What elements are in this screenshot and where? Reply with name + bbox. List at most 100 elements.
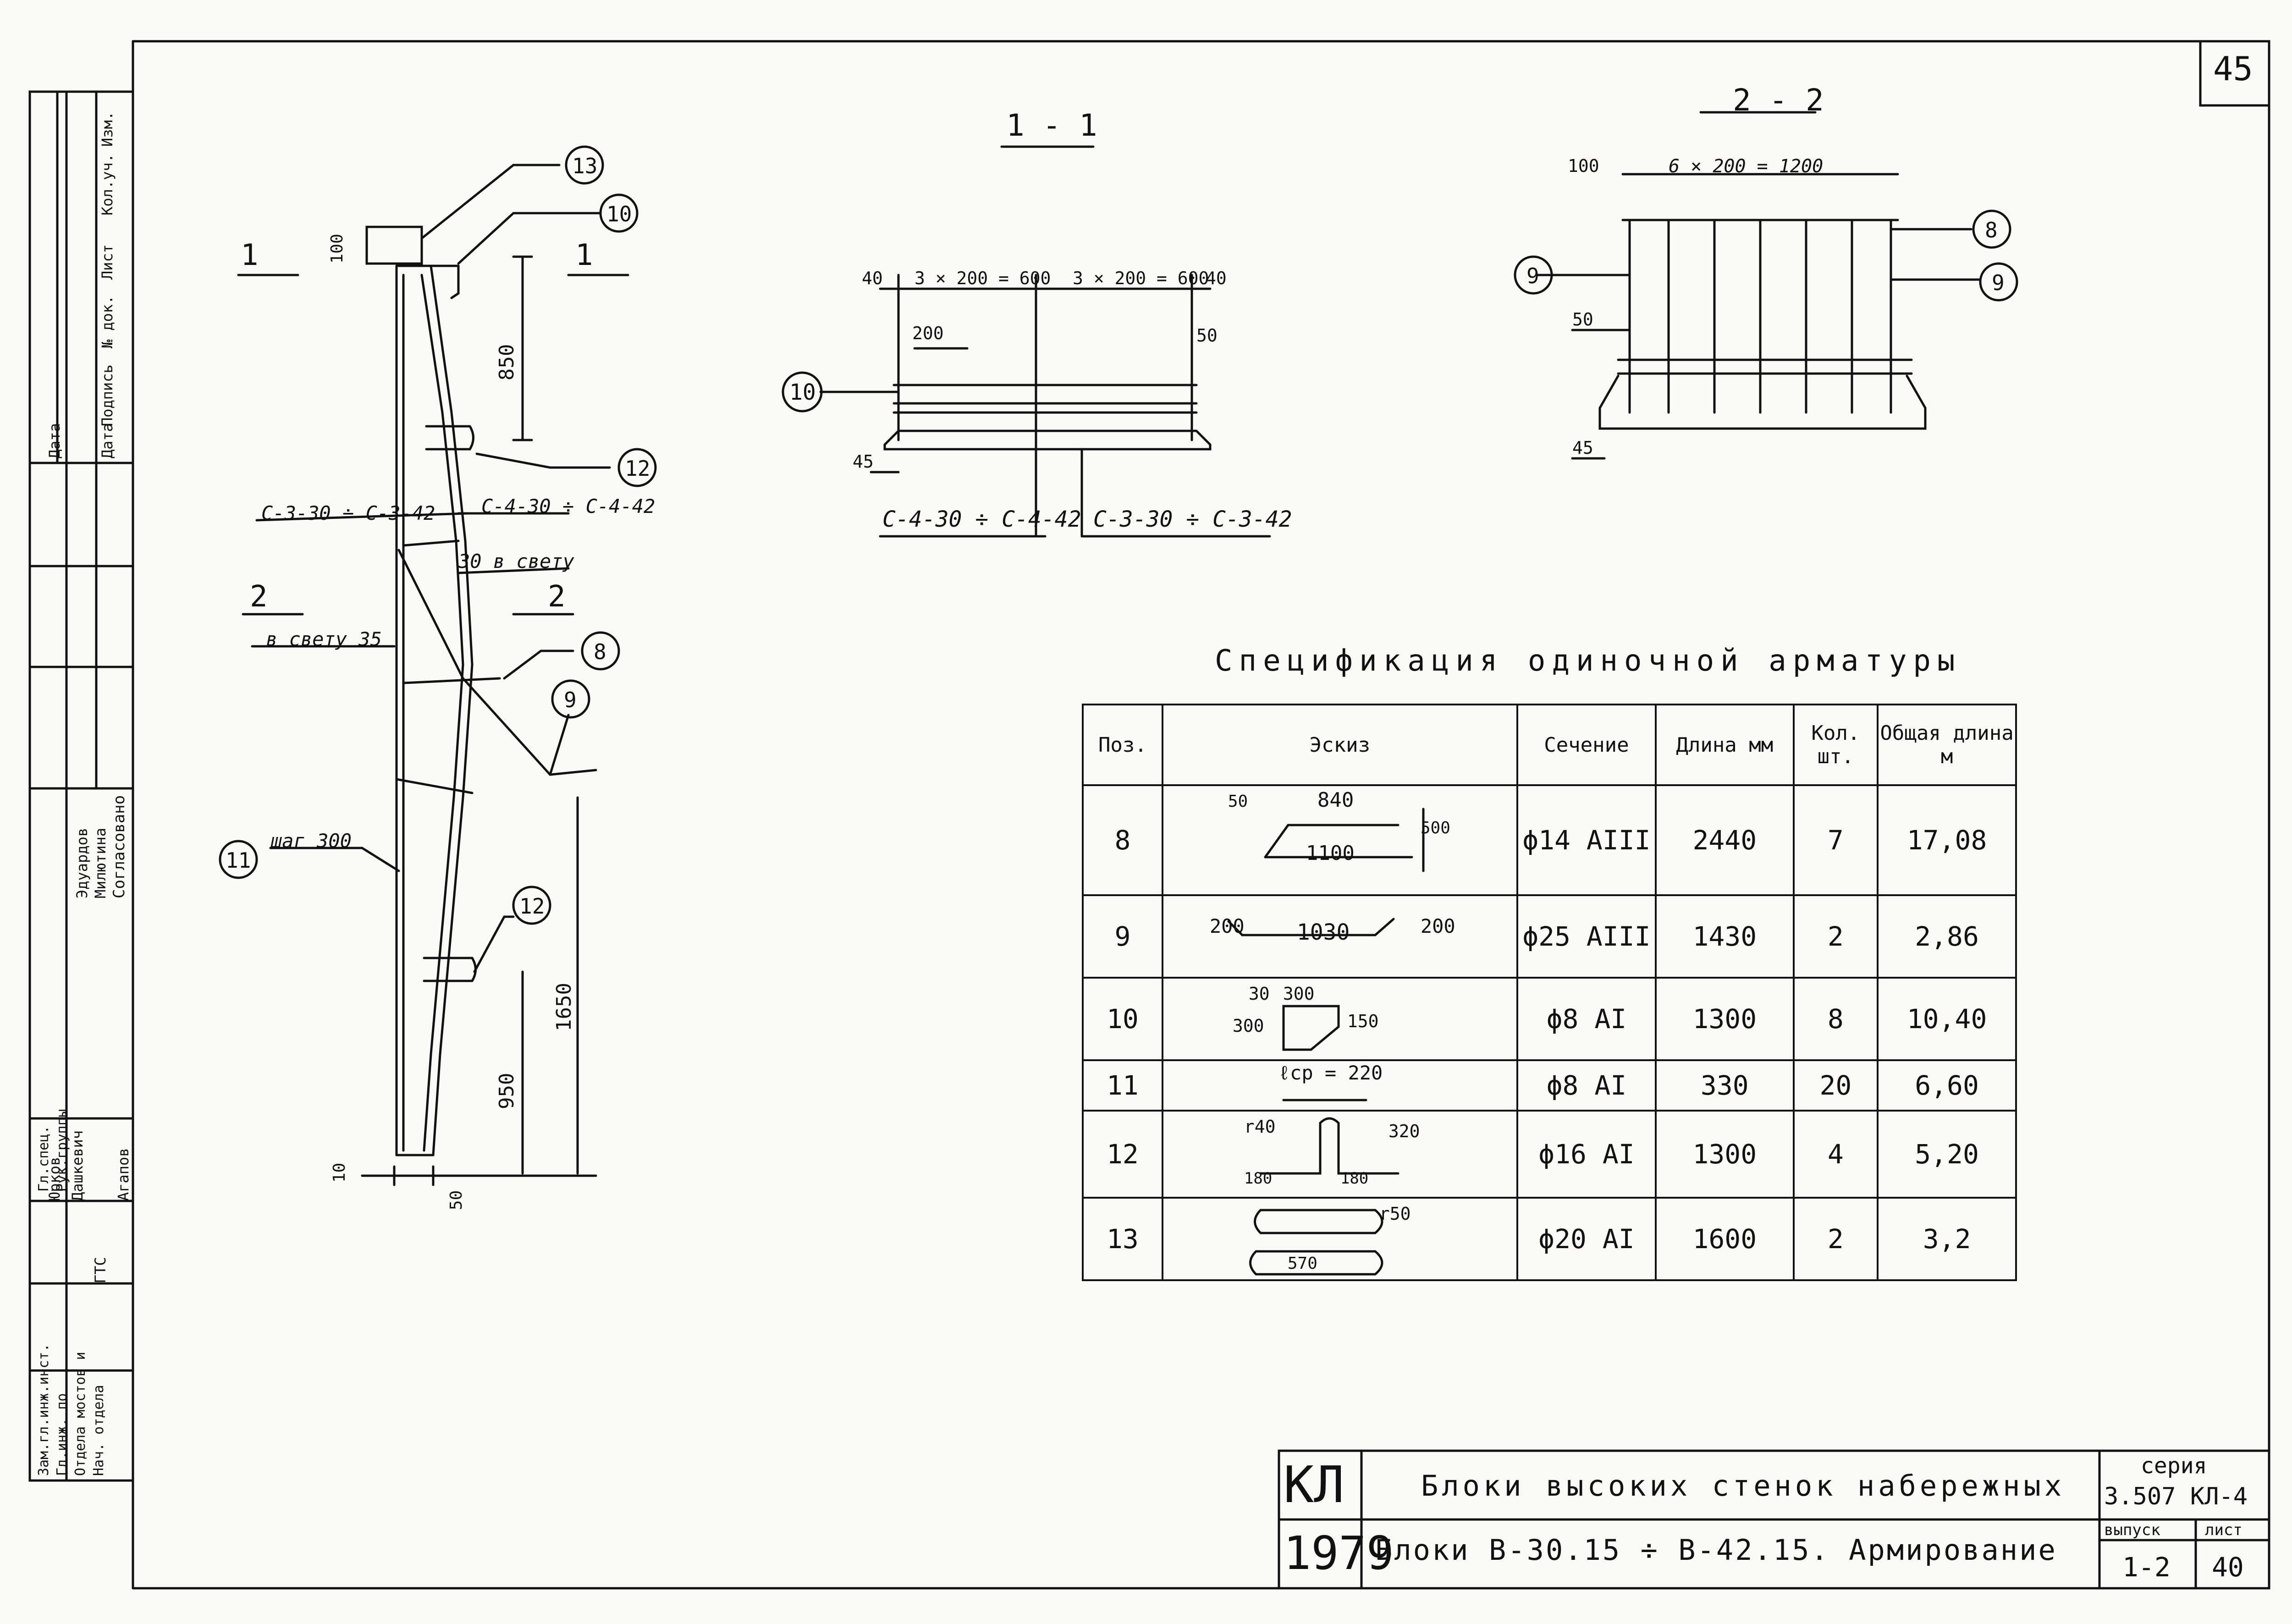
title-line-1: Блоки высоких стенок набережных — [1421, 1469, 2066, 1503]
stamp-col-date: Дата — [99, 423, 116, 458]
issue-label: выпуск — [2104, 1521, 2160, 1539]
row-pos: 12 — [1082, 1110, 1163, 1199]
sketch-dim: 150 — [1347, 1011, 1379, 1031]
stamp-role: Отдела мостов и — [72, 1352, 88, 1476]
sketch-dim: r50 — [1379, 1204, 1411, 1224]
callout-12-top: 12 — [625, 456, 650, 481]
issue-value: 1-2 — [2122, 1552, 2171, 1583]
row-sketch: 30 300 300 150 — [1161, 977, 1518, 1061]
sketch-dim: 300 — [1232, 1016, 1264, 1036]
dim-45-s22: 45 — [1572, 438, 1593, 458]
row-length: 1300 — [1655, 1110, 1795, 1199]
stamp-name: Агапов — [115, 1148, 132, 1201]
callout-12-bottom: 12 — [519, 894, 545, 919]
row-pos: 8 — [1082, 784, 1163, 896]
stamp-name: ГТС — [92, 1257, 109, 1283]
header-section: Сечение — [1516, 704, 1657, 786]
dim-50-elev: 50 — [447, 1190, 466, 1210]
header-total: Общая длина м — [1877, 704, 2017, 786]
clear-35-label: в свету 35 — [266, 628, 382, 650]
row-length: 330 — [1655, 1059, 1795, 1112]
row-length: 1300 — [1655, 977, 1795, 1061]
stamp-date-left: Дата — [46, 423, 63, 458]
row-section: ϕ8 АI — [1516, 1059, 1657, 1112]
row-sketch: 200 1030 200 — [1161, 894, 1518, 979]
row-qty: 8 — [1792, 977, 1879, 1061]
stamp-col-doc: № док. — [99, 295, 116, 348]
callout-11: 11 — [226, 848, 251, 873]
row-sketch: ℓср = 220 — [1161, 1059, 1518, 1112]
row-total: 3,2 — [1877, 1197, 2017, 1281]
section-1-1-label: 1 - 1 — [1006, 108, 1097, 143]
cut-mark-1-left: 1 — [241, 238, 259, 272]
row-total: 6,60 — [1877, 1059, 2017, 1112]
stamp-col-sign: Подпись — [99, 364, 116, 426]
row-section: ϕ25 АIII — [1516, 894, 1657, 979]
row-qty: 2 — [1792, 894, 1879, 979]
row-sketch: 50 840 1100 500 — [1161, 784, 1518, 896]
mesh-label-right: С-4-30 ÷ С-4-42 — [481, 495, 656, 517]
row-length: 1600 — [1655, 1197, 1795, 1281]
spec-title: Спецификация одиночной арматуры — [1215, 644, 1961, 678]
sketch-dim: 200 — [1209, 915, 1245, 937]
dim-3x200-left: 3 × 200 = 600 — [915, 268, 1051, 288]
row-total: 17,08 — [1877, 784, 2017, 896]
dim-950: 950 — [495, 1073, 518, 1109]
cut-mark-2-left: 2 — [250, 580, 268, 614]
sketch-dim: 200 — [1420, 915, 1455, 937]
sketch-dim: 1030 — [1296, 919, 1350, 945]
stamp-name: Эдуардов — [73, 827, 91, 898]
year: 1979 — [1284, 1526, 1394, 1580]
row-length: 1430 — [1655, 894, 1795, 979]
sketch-dim: 30 — [1248, 984, 1270, 1004]
stamp-name: Дашкевич — [69, 1130, 86, 1201]
row-qty: 2 — [1792, 1197, 1879, 1281]
spec-table: Поз. Эскиз Сечение Длина мм Кол. шт. Общ… — [1082, 704, 2017, 1281]
callout-13: 13 — [572, 154, 598, 178]
sketch-dim: 1100 — [1306, 842, 1355, 865]
row-pos: 11 — [1082, 1059, 1163, 1112]
header-qty: Кол. шт. — [1792, 704, 1879, 786]
row-qty: 7 — [1792, 784, 1879, 896]
header-pos: Поз. — [1082, 704, 1163, 786]
table-row: 13 r50 570 ϕ20 АI 1600 2 3,2 — [1082, 1197, 2017, 1281]
dim-40-left: 40 — [862, 268, 883, 288]
sheet-label: лист — [2205, 1521, 2242, 1539]
stamp-name: Юрков — [46, 1156, 63, 1201]
dim-1650: 1650 — [552, 983, 576, 1031]
sketch-dim: ℓср = 220 — [1278, 1062, 1383, 1084]
row-total: 10,40 — [1877, 977, 2017, 1061]
cut-mark-2-right: 2 — [548, 580, 566, 614]
sketch-dim: r40 — [1244, 1117, 1276, 1137]
row-total: 5,20 — [1877, 1110, 2017, 1199]
stamp-col-rev: Изм. — [99, 111, 116, 147]
section-2-2-label: 2 - 2 — [1733, 83, 1824, 118]
callout-9b-s22: 9 — [1992, 270, 2005, 295]
dim-6x200: 6 × 200 = 1200 — [1669, 156, 1824, 177]
row-total: 2,86 — [1877, 894, 2017, 979]
callout-10-section: 10 — [789, 380, 816, 405]
dim-100-elev: 100 — [328, 233, 347, 264]
mesh-label-left: С-3-30 ÷ С-3-42 — [261, 502, 435, 524]
dim-50: 50 — [1196, 325, 1218, 346]
clear-30-label: 30 в свету — [458, 550, 574, 573]
callout-9a-s22: 9 — [1526, 264, 1539, 288]
row-section: ϕ20 АI — [1516, 1197, 1657, 1281]
callout-8-s22: 8 — [1985, 218, 1998, 242]
row-sketch: r50 570 — [1161, 1197, 1518, 1281]
table-row: 12 r40 320 180 180 ϕ16 АI 1300 4 5,20 — [1082, 1110, 2017, 1199]
stamp-col-qty: Кол.уч. — [99, 154, 116, 215]
stamp-role: Нач. отдела — [91, 1385, 107, 1476]
stamp-role: Зам.гл.инж.инст. — [36, 1343, 52, 1476]
row-pos: 9 — [1082, 894, 1163, 979]
stamp-name: Милютина — [92, 827, 109, 898]
sketch-dim: 50 — [1228, 792, 1248, 811]
row-pos: 13 — [1082, 1197, 1163, 1281]
stamp-agreed: Согласовано — [110, 795, 128, 898]
sketch-dim: 500 — [1420, 819, 1450, 837]
sketch-dim: 180 — [1244, 1169, 1273, 1188]
dim-50-s22: 50 — [1572, 309, 1593, 330]
table-row: 11 ℓср = 220 ϕ8 АI 330 20 6,60 — [1082, 1059, 2017, 1112]
callout-8: 8 — [594, 639, 606, 664]
dim-3x200-right: 3 × 200 = 600 — [1073, 268, 1209, 288]
